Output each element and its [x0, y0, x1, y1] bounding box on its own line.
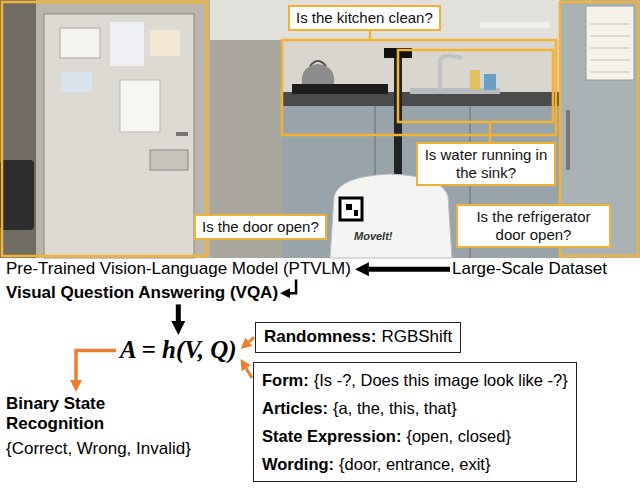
task-text: Visual Question Answering (VQA): [6, 283, 278, 303]
poster: [120, 80, 160, 132]
flow-arrow: [176, 304, 181, 321]
flow-arrow: [246, 368, 252, 378]
stove: [292, 84, 388, 94]
flow-arrow: [249, 337, 254, 341]
field-values: RGBShift: [381, 327, 452, 346]
flow-arrow: [76, 350, 116, 380]
robot-body: [330, 174, 452, 258]
prompt-box: Form: {Is -?, Does this image look like -…: [253, 362, 577, 482]
field-values: {open, closed}: [406, 427, 511, 445]
question-callout: Is water running in the sink?: [416, 142, 556, 186]
model-text: Pre-Trained Vision-Language Model (PTVLM…: [6, 259, 351, 279]
calendar-grid: [590, 24, 630, 72]
text-line: Articles: {a, the, this, that}: [262, 394, 568, 422]
field-name: Articles:: [262, 399, 328, 417]
question-callout: Is the refrigerator door open?: [456, 204, 611, 248]
node-text: Binary State Recognition: [6, 394, 131, 435]
question-callout: Is the door open?: [194, 214, 327, 240]
faucet: [440, 56, 462, 90]
ceiling: [210, 0, 560, 40]
ar-marker: [340, 198, 362, 220]
holder: [150, 150, 188, 170]
ar-marker-cell: [354, 210, 358, 216]
poster: [110, 22, 144, 66]
door-handle: [176, 132, 188, 136]
door: [44, 14, 194, 258]
text-line: State Expression: {open, closed}: [262, 422, 568, 450]
noise-box: Randomness: RGBShift: [255, 322, 461, 353]
node-text: Is the door open?: [202, 218, 319, 236]
door-wall: [0, 0, 210, 258]
node-text: Large-Scale Dataset: [452, 259, 607, 279]
highlight-box: [398, 50, 553, 122]
kettle: [302, 64, 334, 84]
output-text: Binary State Recognition {Correct, Wrong,…: [6, 394, 191, 459]
bottle: [484, 74, 496, 90]
flow-arrow: [369, 267, 450, 272]
countertop: [282, 92, 560, 106]
field-name: Randomness:: [264, 327, 376, 346]
field-name: Form:: [262, 371, 309, 389]
poster: [60, 28, 100, 58]
node-text: Is the kitchen clean?: [296, 9, 433, 27]
fridge-handle: [566, 110, 570, 170]
robot-logo-text: MoveIt!: [354, 230, 393, 242]
formula: A = h(V, Q): [118, 336, 239, 365]
node-text: Is the refrigerator door open?: [464, 208, 603, 244]
leader-line: [489, 122, 492, 144]
calendar: [586, 6, 634, 80]
node-text: Pre-Trained Vision-Language Model (PTVLM…: [6, 259, 351, 279]
node-text: A = h(V, Q): [120, 336, 237, 365]
field-values: {door, entrance, exit}: [339, 455, 490, 473]
text-line: Randomness: RGBShift: [264, 326, 452, 349]
text-line: Wording: {door, entrance, exit}: [262, 450, 568, 478]
poster: [62, 72, 92, 92]
camera: [0, 160, 34, 230]
highlight-box: [282, 40, 556, 135]
text-line: Form: {Is -?, Does this image look like -…: [262, 366, 568, 394]
node-text: Is water running in the sink?: [424, 146, 548, 182]
highlight-box: [2, 2, 207, 256]
question-callout: Is the kitchen clean?: [288, 5, 441, 31]
dataset-text: Large-Scale Dataset: [452, 259, 607, 279]
node-text: {Correct, Wrong, Invalid}: [6, 439, 191, 459]
field-values: {a, the, this, that}: [333, 399, 457, 417]
node-text: Visual Question Answering (VQA): [6, 283, 278, 303]
field-name: State Expression:: [262, 427, 401, 445]
poster: [150, 30, 180, 56]
door-frame: [0, 0, 36, 258]
flow-arrow: [290, 279, 296, 293]
bottle: [470, 70, 480, 90]
field-values: {Is -?, Does this image look like -?}: [314, 371, 568, 389]
wall: [0, 0, 640, 258]
shelf: [480, 22, 550, 28]
kettle-handle: [310, 61, 326, 66]
ar-marker-cell: [346, 204, 352, 210]
field-name: Wording:: [262, 455, 334, 473]
